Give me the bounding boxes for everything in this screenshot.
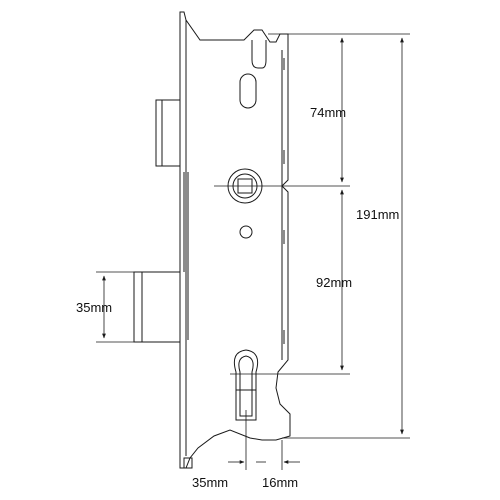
euro-cylinder-cutout — [233, 349, 259, 421]
bottom-foot — [183, 457, 193, 469]
label-35mm-deadbolt: 35mm — [76, 300, 112, 315]
oblong-hole — [239, 73, 257, 109]
label-191mm: 191mm — [356, 207, 399, 222]
screw-hole — [239, 225, 253, 239]
latch-bolt — [155, 99, 181, 167]
label-92mm: 92mm — [316, 275, 352, 290]
lock-case-outline — [179, 11, 291, 469]
deadbolt — [133, 271, 181, 343]
label-35mm-backset: 35mm — [192, 475, 228, 490]
label-74mm: 74mm — [310, 105, 346, 120]
label-16mm: 16mm — [262, 475, 298, 490]
top-slot — [251, 40, 267, 69]
